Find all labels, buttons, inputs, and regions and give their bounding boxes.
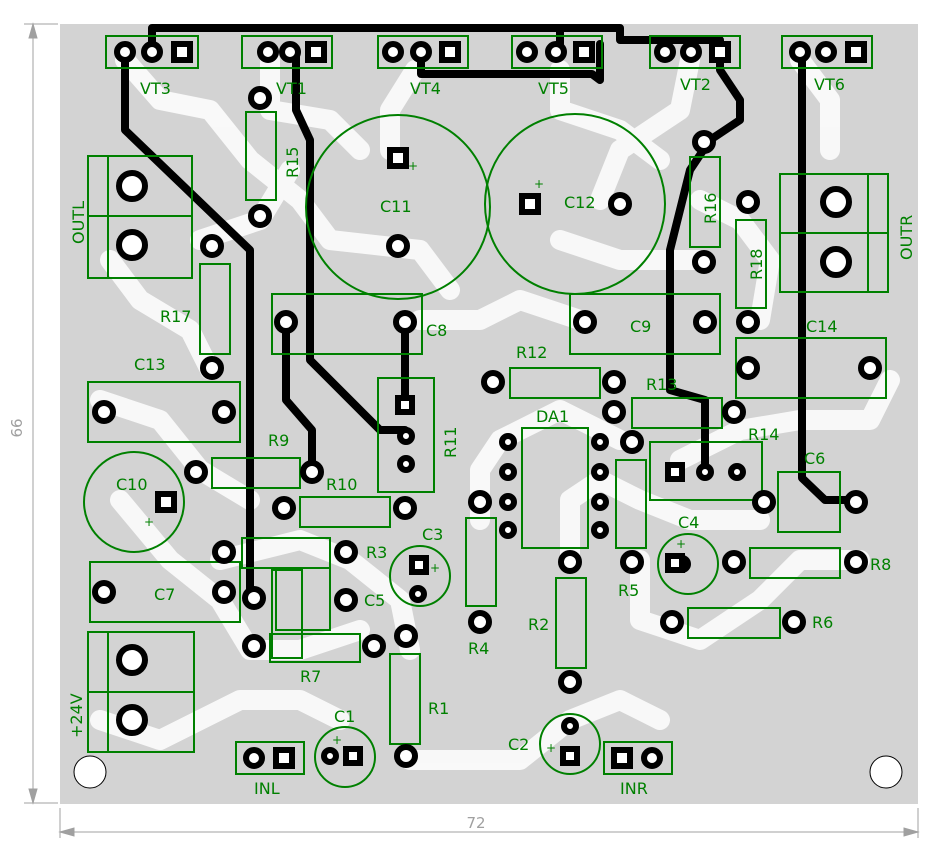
label-r5: R5 [618,581,639,600]
label-r14: R14 [748,425,779,444]
label-c9: C9 [630,317,651,336]
polarity-c12: + [534,177,544,191]
pcb-board [60,24,918,804]
label-r9: R9 [268,431,289,450]
label-vt2: VT2 [680,75,711,94]
label-da1: DA1 [536,407,569,426]
label-r11: R11 [441,427,460,458]
square-pads [155,41,867,769]
label-c14: C14 [806,317,838,336]
mounting-holes [73,755,903,789]
label-r16: R16 [701,193,720,224]
polarity-c4: + [676,537,686,551]
dimension-lines [24,22,920,838]
label-c11: C11 [380,197,412,216]
label-c2: C2 [508,735,529,754]
polarity-c3: + [430,561,440,575]
label-c10: C10 [116,475,148,494]
label-r13: R13 [646,375,677,394]
label-c5: C5 [364,591,385,610]
label-r7: R7 [300,667,321,686]
polarity-c1: + [332,733,342,747]
polarity-c11: + [408,159,418,173]
label-c7: C7 [154,585,175,604]
label-r12: R12 [516,343,547,362]
label-r4: R4 [468,639,489,658]
pads [92,41,882,769]
label-r3: R3 [366,543,387,562]
label-c3: C3 [422,525,443,544]
polarity-c10: + [144,515,154,529]
polarity-c2: + [546,741,556,755]
label-vt6: VT6 [814,75,845,94]
label-r8: R8 [870,555,891,574]
dimension-width-label: 72 [466,814,485,832]
label-vt1: VT1 [276,79,307,98]
label-r6: R6 [812,613,833,632]
label-r17: R17 [160,307,191,326]
label-vt4: VT4 [410,79,441,98]
label-c8: C8 [426,321,447,340]
silkscreen [83,35,889,788]
label-r15: R15 [283,147,302,178]
label-r10: R10 [326,475,357,494]
label-r2: R2 [528,615,549,634]
dimension-height-label: 66 [8,418,26,437]
label-c4: C4 [678,513,699,532]
label-c6: C6 [804,449,825,468]
label-power: +24V [67,693,86,738]
label-inr: INR [620,779,648,798]
label-outl: OUTL [69,201,88,244]
label-c13: C13 [134,355,166,374]
label-vt5: VT5 [538,79,569,98]
label-c1: C1 [334,707,355,726]
label-c12: C12 [564,193,596,212]
label-inl: INL [254,779,280,798]
label-r18: R18 [747,249,766,280]
label-r1: R1 [428,699,449,718]
label-outr: OUTR [897,215,916,260]
label-vt3: VT3 [140,79,171,98]
